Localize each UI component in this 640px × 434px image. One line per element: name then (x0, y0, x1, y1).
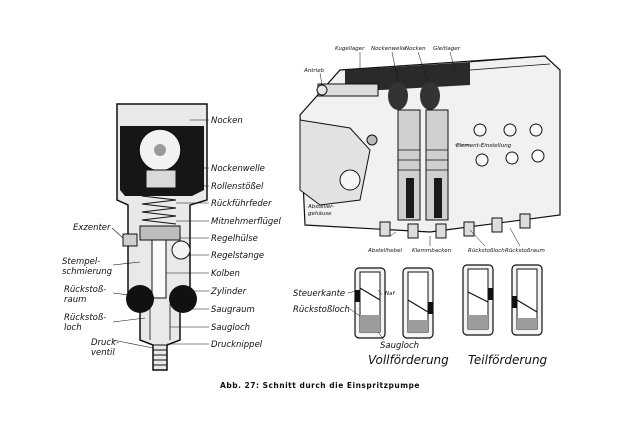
left-leader-lines (111, 119, 209, 349)
label-steuerkante: Steuerkante (293, 289, 345, 299)
label-rueckstossloch-1: Rückstoß- (64, 313, 106, 323)
label-nocken: Nocken (211, 116, 243, 126)
label-nockenwelle-right: Nockenwelle (371, 46, 406, 52)
label-druckventil-1: Druck- (91, 338, 119, 348)
label-mitnehmerfluegel: Mitnehmerflügel (211, 217, 282, 227)
label-stempel: Stempel- (62, 257, 100, 267)
label-rueckstossraum-right: Rückstoßraum (505, 248, 545, 254)
figure-caption: Abb. 27: Schnitt durch die Einspritzpump… (220, 381, 420, 390)
label-nockenwelle: Nockenwelle (211, 164, 265, 174)
left-part-labels: Nocken Nockenwelle Rollenstößel Rückführ… (62, 116, 282, 358)
right-part-labels: Kugellager Nockenwelle Nocken Gleitlager… (303, 46, 545, 254)
label-regelstange: Regelstange (211, 251, 264, 261)
label-druckventil-2: ventil (91, 348, 115, 358)
label-absteller-1: Absteller- (307, 204, 334, 210)
label-gleitlager: Gleitlager (433, 46, 461, 52)
label-teilfoerderung: Teilförderung (468, 353, 548, 367)
right-leader-lines (319, 51, 521, 247)
label-rueckstossraum-1: Rückstoß- (64, 285, 106, 295)
label-rueckstossloch-right: Rückstoßloch (468, 248, 505, 254)
isometric-pump-drawing (299, 55, 561, 239)
detail-labels: Steuerkante Naf Rückstoßloch Saugloch Vo… (293, 289, 548, 367)
detail-leader-lines (347, 289, 385, 341)
label-vollfoerderung: Vollförderung (368, 353, 449, 367)
label-schmierung: schmierung (62, 267, 113, 277)
label-klemmbacken: Klemmbacken (412, 248, 452, 254)
label-nocken-right: Nocken (405, 46, 426, 52)
vertical-section-drawing (116, 103, 208, 371)
label-exzenter: Exzenter (73, 223, 111, 233)
label-rueckstossraum-2: raum (64, 295, 86, 305)
label-saugraum: Saugraum (211, 305, 255, 315)
label-absteller-2: gehäuse (308, 211, 332, 217)
label-saugloch: Saugloch (211, 323, 250, 333)
label-rueckstossloch-2: loch (64, 323, 82, 333)
label-kolben: Kolben (211, 269, 240, 279)
label-naf: Naf (385, 291, 395, 297)
label-kugellager: Kugellager (335, 46, 365, 52)
plunger-detail-drawings (354, 264, 543, 339)
label-saugloch-detail: Saugloch (380, 341, 419, 351)
label-abstellhebel: Abstellhebel (367, 248, 402, 254)
label-antrieb: Antrieb (303, 68, 325, 74)
label-rollenstoessel: Rollenstößel (211, 182, 264, 192)
label-rueckfuehrfeder: Rückführfeder (211, 199, 272, 209)
label-zylinder: Zylinder (210, 287, 247, 297)
label-rueckstossloch-detail: Rückstoßloch (293, 305, 350, 315)
label-drucknippel: Drucknippel (211, 340, 263, 350)
label-regelhuelse: Regelhülse (211, 234, 258, 244)
label-element-einstellung: Element-Einstellung (456, 143, 512, 149)
